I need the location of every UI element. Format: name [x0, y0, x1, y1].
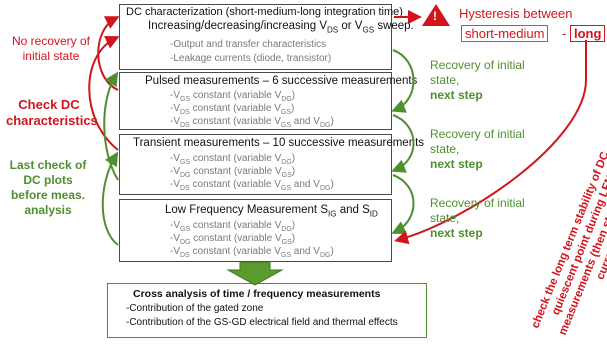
next-step-1: next step — [430, 88, 483, 102]
lf-box-item-3: -VDS constant (variable VGS and VDG) — [170, 246, 334, 259]
dc-characterization-box — [119, 4, 392, 70]
cross-box-item-2: -Contribution of the GS-GD electrical fi… — [126, 317, 398, 328]
right-green-arc-1 — [391, 49, 415, 113]
warning-triangle — [422, 4, 450, 26]
pulsed-box-item-1: -VGS constant (variable VDG) — [170, 90, 296, 103]
connector-arrows — [88, 4, 587, 286]
next-step-2: next step — [430, 157, 483, 171]
transient-box-item-3: -VDS constant (variable VGS and VDG) — [170, 179, 334, 192]
green-arc-1 — [103, 71, 119, 181]
short-medium-box: short-medium — [461, 25, 549, 42]
dash-separator: - — [562, 26, 567, 41]
cross-box-title: Cross analysis of time / frequency measu… — [133, 288, 381, 300]
no-recovery-label: No recovery of initial state — [11, 34, 91, 63]
next-step-3: next step — [430, 226, 483, 240]
pulsed-measurements-box — [119, 72, 392, 130]
down-arrow — [226, 261, 284, 286]
low-frequency-box — [119, 199, 392, 262]
pulsed-box-item-2: -VDS constant (variable VGS) — [170, 103, 295, 116]
warning-icon: ! — [433, 9, 437, 23]
cross-box-item-1: -Contribution of the gated zone — [126, 303, 264, 314]
recovery-label-1: Recovery of initial state, next step — [430, 58, 525, 102]
right-green-arc-3 — [391, 174, 415, 234]
pulsed-box-item-3: -VDS constant (variable VGS and VDG) — [170, 116, 334, 129]
recovery-label-3: Recovery of initial state, next step — [430, 196, 525, 240]
transient-box-title: Transient measurements – 10 successive m… — [133, 137, 425, 149]
last-check-label: Last check of DC plots before meas. anal… — [9, 158, 87, 217]
right-green-arc-2 — [391, 114, 415, 173]
dc-box-item-1: -Output and transfer characteristics — [170, 39, 327, 50]
transient-box-item-1: -VGS constant (variable VDG) — [170, 153, 296, 166]
dc-box-sweep-line: Increasing/decreasing/increasing VDS or … — [148, 20, 414, 35]
long-box: long — [570, 25, 606, 42]
red-arc-top — [97, 16, 120, 91]
check-dc-label: Check DC characteristics — [6, 97, 98, 128]
recovery-label-2: Recovery of initial state, next step — [430, 127, 525, 171]
lf-box-item-2: -VDG constant (variable VGS) — [170, 233, 296, 246]
dc-box-title: DC characterization (short-medium-long i… — [126, 6, 403, 18]
dc-box-item-2: -Leakage currents (diode, transistor) — [170, 53, 332, 64]
transient-box-item-2: -VDG constant (variable VGS) — [170, 166, 296, 179]
pulsed-box-title: Pulsed measurements – 6 successive measu… — [145, 75, 418, 87]
red-return-line — [394, 40, 587, 245]
transient-measurements-box — [119, 134, 392, 195]
hysteresis-label: Hysteresis between — [459, 6, 573, 21]
red-arc-mid — [88, 35, 120, 151]
lf-box-title: Low Frequency Measurement SIG and SID — [165, 204, 378, 219]
lf-box-item-1: -VGS constant (variable VDG) — [170, 220, 296, 233]
cross-analysis-box — [107, 283, 427, 338]
green-arc-2 — [101, 151, 119, 246]
